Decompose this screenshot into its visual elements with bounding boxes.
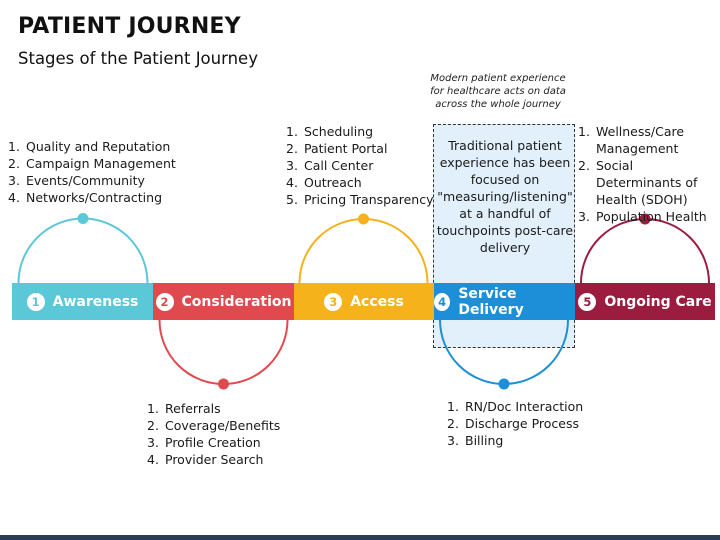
loop-dot-ongoing-care <box>639 213 651 225</box>
loop-service-delivery <box>439 319 569 390</box>
loop-dot-awareness <box>77 213 89 224</box>
stage-number-badge: 2 <box>155 292 174 311</box>
footer-bar <box>0 535 720 540</box>
loop-dot-consideration <box>218 378 229 390</box>
list-item: 2.Coverage/Benefits <box>147 418 281 433</box>
list-item: 4.Provider Search <box>147 452 264 467</box>
loop-arc-access <box>298 218 429 284</box>
stage-label: Access <box>350 293 404 310</box>
ongoing-care-list: 1.Wellness/Care Management 2.Social Dete… <box>578 123 720 225</box>
stage-label: Awareness <box>52 293 139 310</box>
stage-label: Consideration <box>181 293 292 310</box>
list-item: 2.Discharge Process <box>447 416 580 431</box>
access-list: 1.Scheduling 2.Patient Portal 3.Call Cen… <box>286 123 433 208</box>
list-item: 1.Scheduling <box>286 124 374 139</box>
loop-arc-ongoing-care <box>580 218 710 284</box>
stage-label: Service Delivery <box>458 285 524 318</box>
loop-arc-consideration <box>158 319 289 385</box>
loop-arc-awareness <box>17 217 149 284</box>
page-subtitle: Stages of the Patient Journey <box>18 49 258 68</box>
list-item: 4.Networks/Contracting <box>8 190 163 205</box>
list-item: 3.Billing <box>447 433 504 448</box>
list-item: 1.Referrals <box>147 401 221 416</box>
loop-access <box>298 213 429 284</box>
list-item: 3.Profile Creation <box>147 435 261 450</box>
list-item: 2.Social Determinants of Health (SDOH) <box>578 158 698 207</box>
focus-box-text: Traditional patient experience has been … <box>436 138 574 255</box>
consideration-list: 1.Referrals 2.Coverage/Benefits 3.Profil… <box>147 400 280 468</box>
list-item: 3.Population Health <box>578 209 707 224</box>
stage-number-badge: 3 <box>324 292 343 311</box>
list-item: 2.Patient Portal <box>286 141 388 156</box>
stage-bar-access: 3 Access <box>294 283 434 320</box>
page-title: PATIENT JOURNEY <box>18 14 241 39</box>
list-item: 3.Call Center <box>286 158 374 173</box>
list-item: 1.RN/Doc Interaction <box>447 399 584 414</box>
stage-label: Ongoing Care <box>604 293 712 310</box>
list-item: 1.Wellness/Care Management <box>578 124 685 156</box>
stage-bar-service-delivery: 4 Service Delivery <box>434 283 575 320</box>
list-item: 3.Events/Community <box>8 173 145 188</box>
callout-note: Modern patient experience for healthcare… <box>430 73 566 110</box>
stage-number-badge: 1 <box>26 292 45 311</box>
stage-number-badge: 5 <box>578 292 597 311</box>
service-delivery-list: 1.RN/Doc Interaction 2.Discharge Process… <box>447 398 583 449</box>
list-item: 4.Outreach <box>286 175 362 190</box>
loop-awareness <box>17 213 149 284</box>
list-item: 5.Pricing Transparency <box>286 192 434 207</box>
list-item: 1.Quality and Reputation <box>8 139 171 154</box>
stage-bar-consideration: 2 Consideration <box>153 283 294 320</box>
list-item: 2.Campaign Management <box>8 156 176 171</box>
loop-arc-service-delivery <box>439 319 569 385</box>
loop-dot-service-delivery <box>498 378 510 390</box>
stage-number-badge: 4 <box>434 292 451 311</box>
loop-ongoing-care <box>580 213 710 284</box>
loop-consideration <box>158 319 289 390</box>
stage-bar-awareness: 1 Awareness <box>12 283 153 320</box>
stage-bar-ongoing-care: 5 Ongoing Care <box>575 283 715 320</box>
loop-dot-access <box>358 213 369 225</box>
awareness-list: 1.Quality and Reputation 2.Campaign Mana… <box>8 138 176 206</box>
